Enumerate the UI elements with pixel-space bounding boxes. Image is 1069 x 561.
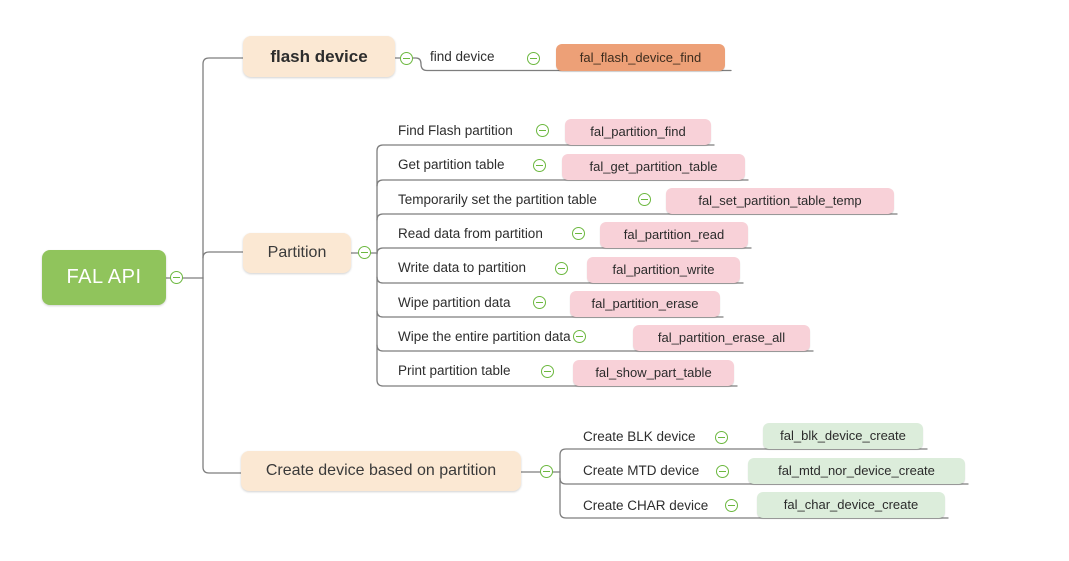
code-fal-flash-device-find[interactable]: fal_flash_device_find [556,44,725,71]
collapse-icon[interactable] [533,296,546,309]
collapse-icon[interactable] [540,465,553,478]
code-fal-partition-erase-all[interactable]: fal_partition_erase_all [633,325,810,351]
label-print-partition-table[interactable]: Print partition table [398,363,511,378]
label-wipe-entire-partition-data[interactable]: Wipe the entire partition data [398,329,571,344]
code-fal-set-partition-table-temp[interactable]: fal_set_partition_table_temp [666,188,894,214]
code-fal-partition-find[interactable]: fal_partition_find [565,119,711,145]
collapse-icon[interactable] [555,262,568,275]
collapse-icon[interactable] [527,52,540,65]
label-get-partition-table[interactable]: Get partition table [398,157,505,172]
label-create-blk-device[interactable]: Create BLK device [583,429,696,444]
collapse-icon[interactable] [358,246,371,259]
collapse-icon[interactable] [170,271,183,284]
collapse-icon[interactable] [572,227,585,240]
label-create-mtd-device[interactable]: Create MTD device [583,463,700,478]
label-wipe-partition-data[interactable]: Wipe partition data [398,295,511,310]
code-fal-blk-device-create[interactable]: fal_blk_device_create [763,423,923,449]
collapse-icon[interactable] [541,365,554,378]
topic-partition[interactable]: Partition [243,233,351,273]
collapse-icon[interactable] [715,431,728,444]
label-find-device[interactable]: find device [430,49,495,64]
label-read-data-from-partition[interactable]: Read data from partition [398,226,543,241]
collapse-icon[interactable] [536,124,549,137]
collapse-icon[interactable] [400,52,413,65]
label-create-char-device[interactable]: Create CHAR device [583,498,709,513]
code-fal-partition-read[interactable]: fal_partition_read [600,222,748,248]
label-temporarily-set-partition-table[interactable]: Temporarily set the partition table [398,192,597,207]
collapse-icon[interactable] [725,499,738,512]
code-fal-char-device-create[interactable]: fal_char_device_create [757,492,945,518]
topic-create-device-based-on-partition[interactable]: Create device based on partition [241,451,521,491]
collapse-icon[interactable] [573,330,586,343]
code-fal-show-part-table[interactable]: fal_show_part_table [573,360,734,386]
code-fal-get-partition-table[interactable]: fal_get_partition_table [562,154,745,180]
code-fal-mtd-nor-device-create[interactable]: fal_mtd_nor_device_create [748,458,965,484]
label-write-data-to-partition[interactable]: Write data to partition [398,260,527,275]
collapse-icon[interactable] [638,193,651,206]
topic-fal-api[interactable]: FAL API [42,250,166,305]
topic-flash-device[interactable]: flash device [243,36,395,77]
code-fal-partition-write[interactable]: fal_partition_write [587,257,740,283]
label-find-flash-partition[interactable]: Find Flash partition [398,123,513,138]
code-fal-partition-erase[interactable]: fal_partition_erase [570,291,720,317]
collapse-icon[interactable] [533,159,546,172]
collapse-icon[interactable] [716,465,729,478]
